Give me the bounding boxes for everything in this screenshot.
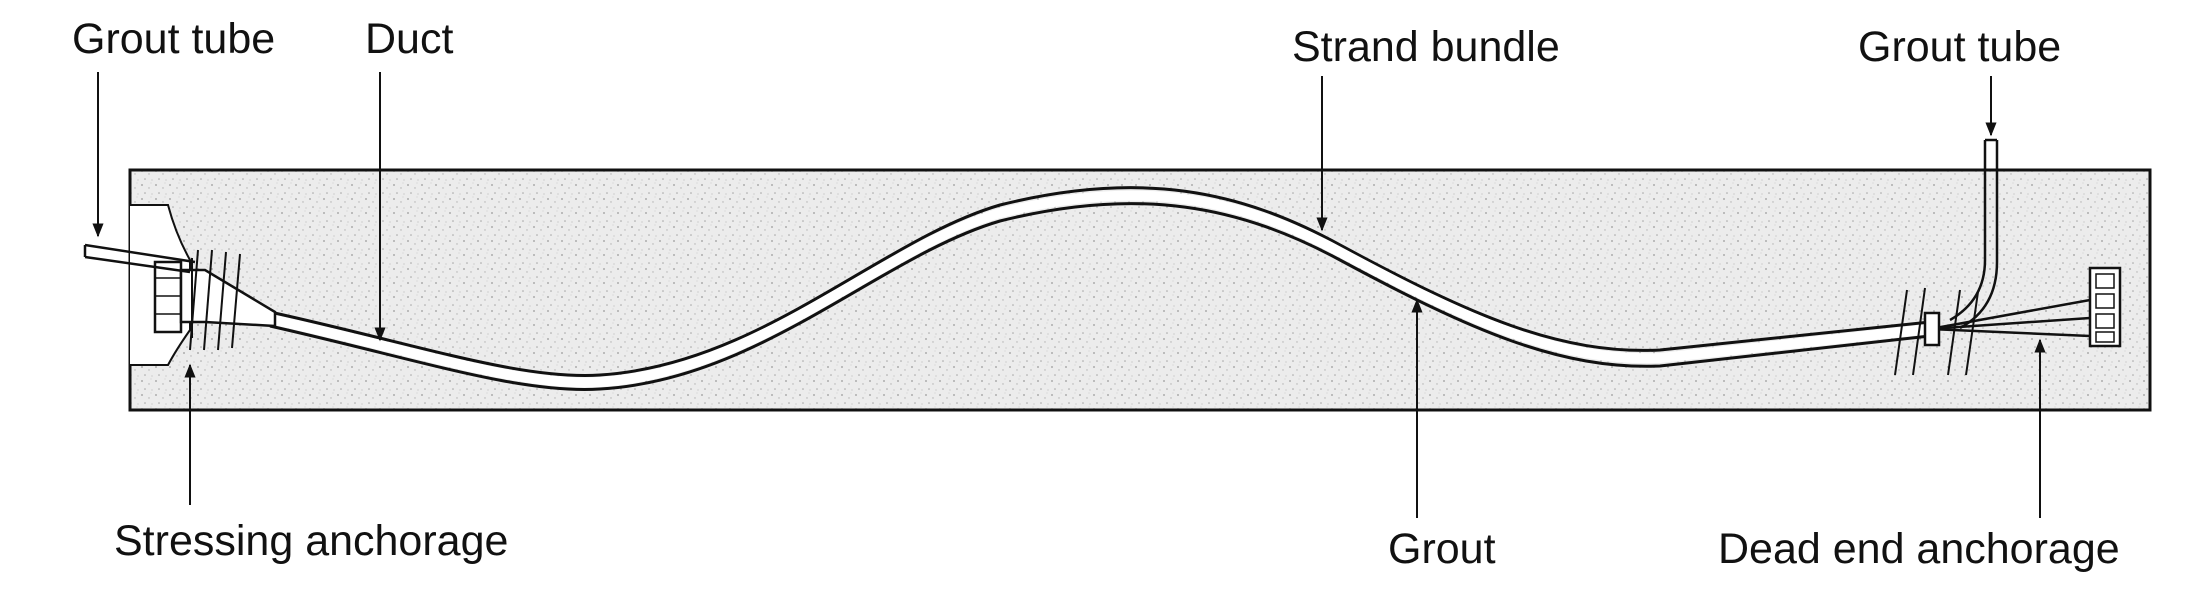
left-grout-tube [83,243,196,274]
label-strand-bundle: Strand bundle [1292,23,1560,71]
dead-end-anchorage-assembly [1894,266,2122,376]
label-dead-end-anchorage: Dead end anchorage [1718,525,2120,573]
duct-fill [268,190,1931,388]
concrete-member [128,168,2152,412]
label-grout-tube-right: Grout tube [1858,23,2062,71]
label-grout: Grout [1388,525,1496,573]
label-duct: Duct [365,15,454,63]
stressing-anchorage-assembly [153,249,277,351]
label-grout-tube-left: Grout tube [72,15,276,63]
label-stressing-anchorage: Stressing anchorage [114,517,509,565]
duct-outline-bottom [269,202,1931,391]
right-grout-tube [1949,138,1999,330]
duct-outline-top [269,186,1931,377]
